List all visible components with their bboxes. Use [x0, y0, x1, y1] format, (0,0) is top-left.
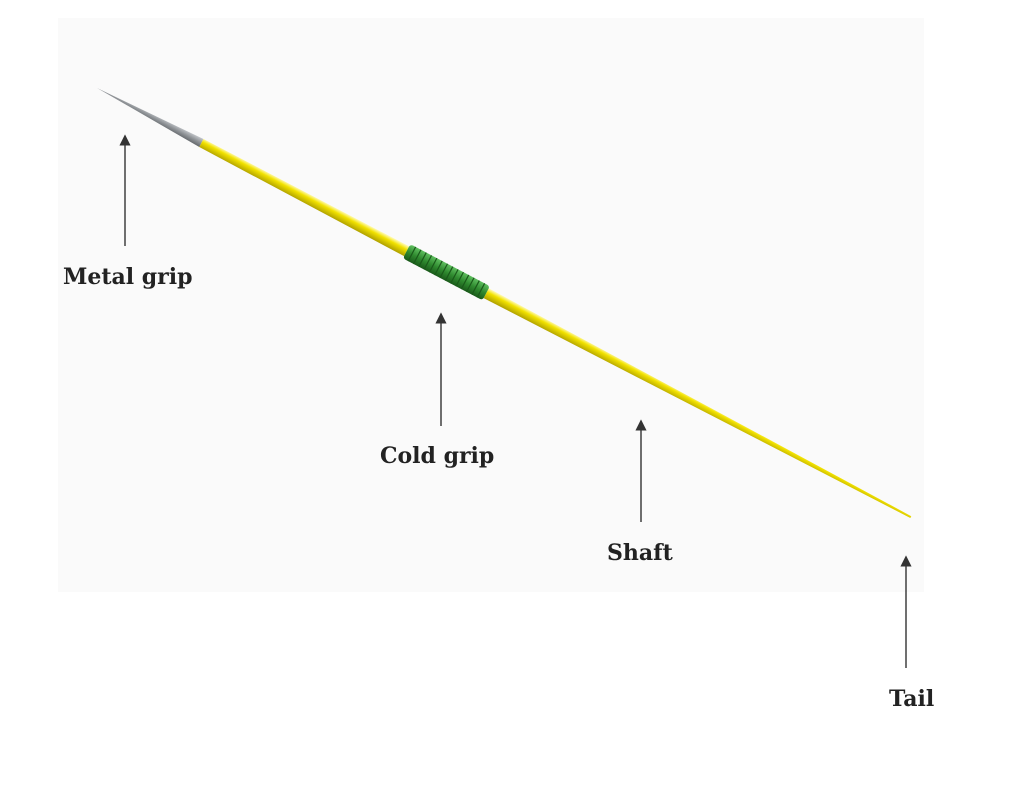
- tail-label: Tail: [889, 686, 935, 712]
- shaft-front: [199, 139, 410, 257]
- cord-grip: [403, 245, 489, 300]
- metal-grip-label: Metal grip: [63, 264, 193, 290]
- javelin: [97, 88, 912, 518]
- shaft-label: Shaft: [607, 540, 673, 566]
- cold-grip-label: Cold grip: [380, 443, 495, 469]
- diagram-background: [58, 18, 924, 592]
- metal-tip: [97, 88, 204, 148]
- shaft-rear: [483, 288, 912, 518]
